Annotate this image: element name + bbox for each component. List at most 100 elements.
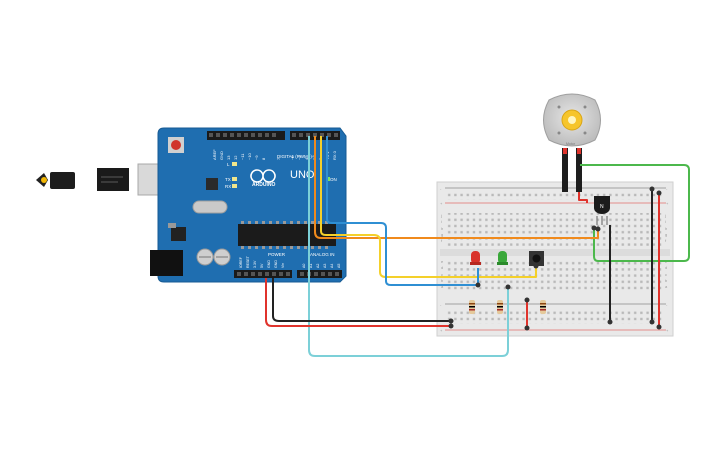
rx-label: RX <box>225 184 231 189</box>
wire-green[interactable] <box>580 164 690 262</box>
dc-motor[interactable]: Motor <box>543 93 601 192</box>
power-header <box>234 270 292 278</box>
row-letter: h <box>441 226 443 231</box>
atmega-chip <box>238 224 336 246</box>
wire-red-motor[interactable] <box>578 192 588 203</box>
row-letter: c <box>665 272 667 277</box>
row-letter: g <box>665 232 667 237</box>
top-power-rail <box>447 191 662 200</box>
power-jack[interactable] <box>150 250 183 276</box>
pin-label: ~5 <box>297 155 302 160</box>
rail-minus-label: - <box>440 302 442 307</box>
row-letter: d <box>665 265 667 270</box>
pin-label: Vin <box>281 263 285 268</box>
power-label: POWER <box>268 252 286 257</box>
pin-label: A4 <box>330 264 334 268</box>
wire-yellow[interactable] <box>320 136 537 278</box>
pin-label: ~3 <box>311 155 316 160</box>
row-letter: d <box>441 265 443 270</box>
arduino-logo: ARDUINO <box>250 169 276 188</box>
row-letter: i <box>441 219 442 224</box>
wire-red-5v[interactable] <box>265 278 451 327</box>
row-letter: g <box>441 232 443 237</box>
pin-label: RESET <box>246 255 250 268</box>
green-led[interactable] <box>497 251 508 265</box>
pin-label: 5V <box>260 263 264 268</box>
pin-label: A2 <box>316 264 320 268</box>
pin-label: 8 <box>261 157 266 160</box>
crystal <box>192 200 228 214</box>
pin-label: A3 <box>323 264 327 268</box>
row-letter: c <box>441 272 443 277</box>
pin-label: ~11 <box>240 153 245 160</box>
rail-plus-label: + <box>440 328 443 333</box>
pin-label: ~9 <box>254 155 259 160</box>
pin-label: A1 <box>309 264 313 268</box>
wire-blue[interactable] <box>326 136 479 286</box>
model-label: UNO <box>290 169 315 181</box>
red-led[interactable] <box>470 251 481 265</box>
row-letter: a <box>665 284 668 289</box>
aref-label: AREF <box>212 149 217 160</box>
analog-label: ANALOG IN <box>310 252 335 257</box>
bottom-power-rail <box>447 309 662 324</box>
pin-label: IOREF <box>239 256 243 268</box>
pin-label: ~6 <box>290 155 295 160</box>
usb-plug <box>97 168 129 191</box>
pin-label: A5 <box>337 264 341 268</box>
pushbutton[interactable] <box>529 251 544 266</box>
motor-label: Motor <box>566 142 576 146</box>
row-letter: a <box>441 284 444 289</box>
pin-label: GND <box>274 260 278 268</box>
wire-black-gnd[interactable] <box>272 278 451 322</box>
voltage-regulator <box>171 227 186 241</box>
resistor[interactable] <box>497 300 503 314</box>
pin-label: GND <box>267 260 271 268</box>
center-channel <box>440 249 670 256</box>
pin-label: 4 <box>304 157 309 160</box>
resistor[interactable] <box>540 300 546 314</box>
row-letter: f <box>665 238 667 243</box>
resistor[interactable] <box>469 300 475 314</box>
row-letter: j <box>664 213 666 218</box>
pin-label: 3.3V <box>253 260 257 268</box>
rail-minus-label: - <box>440 186 442 191</box>
transistor-label: N <box>600 204 604 210</box>
row-letter: f <box>441 238 443 243</box>
bottom-terminal-strip <box>447 259 662 292</box>
wire-cyan[interactable] <box>308 136 509 357</box>
rail-plus-label: + <box>666 328 669 333</box>
pin-label: 12 <box>233 155 238 160</box>
row-letter: e <box>441 259 444 264</box>
pin-label: ~10 <box>247 152 252 160</box>
row-letter: b <box>665 278 668 283</box>
gnd-label: GND <box>219 151 224 160</box>
rail-plus-label: + <box>666 201 669 206</box>
wire-orange[interactable] <box>314 136 599 239</box>
analog-header <box>297 270 342 278</box>
on-label: ON <box>330 177 337 182</box>
row-letter: j <box>440 213 442 218</box>
row-letter: b <box>441 278 444 283</box>
pin-label: RX 0 <box>332 150 337 160</box>
l-label: L <box>227 162 230 167</box>
pin-label: A0 <box>302 264 306 268</box>
motor-lead-black <box>576 148 582 192</box>
lightning-icon <box>41 177 47 183</box>
usb-chip <box>206 178 218 190</box>
arduino-board[interactable]: DIGITAL (PWM~) 13 12 ~11 ~10 ~9 8 7 ~6 ~… <box>150 127 347 283</box>
rail-minus-label: - <box>666 186 668 191</box>
top-terminal-strip <box>447 213 662 246</box>
pin-label: 7 <box>276 157 281 160</box>
row-letter: h <box>665 226 667 231</box>
motor-lead-black <box>562 148 568 192</box>
rail-minus-label: - <box>666 302 668 307</box>
row-letter: i <box>665 219 666 224</box>
pin-label: 13 <box>226 155 231 160</box>
npn-transistor[interactable]: N <box>594 196 610 225</box>
usb-cable[interactable] <box>36 163 173 196</box>
svg-text:ARDUINO: ARDUINO <box>252 182 275 188</box>
digital-label: DIGITAL (PWM~) <box>277 154 312 159</box>
tx-label: TX <box>225 177 231 182</box>
